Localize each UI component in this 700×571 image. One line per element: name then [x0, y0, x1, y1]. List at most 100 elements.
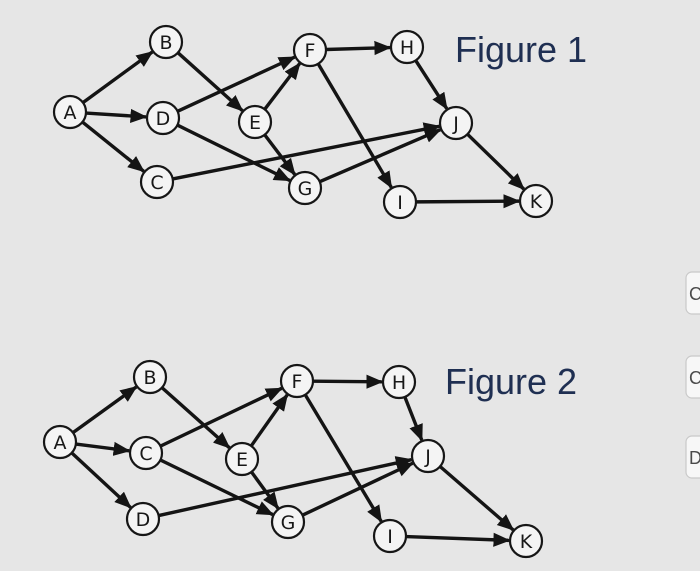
node-c: C: [139, 164, 175, 200]
figure-2-diagram: A B C D E F G H I J K Figure 2: [42, 359, 577, 559]
node-j-circle: [438, 105, 474, 141]
edge-g-to-j: [301, 461, 414, 517]
edge-f-to-h: [312, 374, 384, 389]
node-g-label: G: [298, 178, 313, 200]
edge-h-to-j: [414, 59, 449, 110]
edge-j-to-k: [466, 132, 526, 191]
side-tab-1[interactable]: C: [685, 271, 700, 315]
edge-f-to-h: [325, 40, 392, 56]
node-h-circle: [389, 29, 425, 65]
node-e: E: [224, 441, 260, 477]
node-e-label: E: [249, 112, 261, 134]
node-h-label: H: [392, 372, 406, 394]
node-i-label: I: [397, 192, 403, 214]
edge-e-to-f: [263, 62, 302, 111]
edge-e-to-f: [249, 393, 289, 447]
node-i-circle: [382, 184, 418, 220]
node-b-label: B: [143, 367, 156, 389]
node-j-label: J: [424, 446, 431, 468]
node-c-label: C: [139, 443, 152, 465]
edge-c-to-g: [159, 458, 274, 517]
node-a: A: [52, 94, 88, 130]
node-k-circle: [518, 183, 554, 219]
node-b-circle: [132, 359, 168, 395]
node-c-label: C: [150, 172, 163, 194]
node-g-label: G: [281, 512, 296, 534]
node-h: H: [389, 29, 425, 65]
node-g: G: [270, 504, 306, 540]
node-c-circle: [128, 435, 164, 471]
edge-d-to-g: [176, 123, 292, 183]
figure-1-nodes: A B D C E F G H I J K: [52, 24, 554, 220]
node-f-circle: [292, 32, 328, 68]
node-b-label: B: [159, 32, 172, 54]
figure-2-nodes: A B C D E F G H I J K: [42, 359, 544, 559]
node-h-circle: [381, 364, 417, 400]
node-j: J: [438, 105, 474, 141]
node-j-circle: [410, 438, 446, 474]
edge-d-to-j: [158, 456, 413, 518]
node-b: B: [148, 24, 184, 60]
figure-2-title: Figure 2: [445, 361, 577, 402]
node-k-label: K: [530, 191, 543, 213]
figure-2-edges: [70, 374, 515, 547]
side-tab-3[interactable]: D: [685, 435, 700, 479]
node-e-circle: [237, 104, 273, 140]
node-d-label: D: [156, 108, 171, 130]
edge-b-to-e: [176, 51, 244, 112]
side-tabs: C C D: [685, 271, 700, 479]
edge-b-to-e: [160, 386, 231, 449]
edge-h-to-j: [403, 396, 424, 442]
edge-a-to-c: [81, 120, 145, 173]
edge-e-to-g: [250, 470, 280, 510]
node-b-circle: [148, 24, 184, 60]
node-k-circle: [508, 523, 544, 559]
side-tab-1-label: C: [689, 284, 700, 304]
node-i-circle: [372, 518, 408, 554]
node-c-circle: [139, 164, 175, 200]
node-h-label: H: [400, 37, 414, 59]
node-i-label: I: [387, 526, 393, 548]
edge-e-to-g: [263, 133, 297, 176]
node-i: I: [372, 518, 408, 554]
side-tab-3-label: D: [689, 448, 700, 468]
node-a-circle: [42, 424, 78, 460]
side-tab-2-label: C: [689, 368, 700, 388]
node-e-label: E: [236, 449, 248, 471]
node-j-label: J: [452, 113, 459, 135]
node-f-label: F: [292, 371, 303, 393]
node-a-label: A: [54, 432, 67, 454]
node-k: K: [508, 523, 544, 559]
edge-d-to-f: [176, 55, 296, 113]
node-g: G: [287, 170, 323, 206]
node-f-circle: [279, 363, 315, 399]
edge-i-to-k: [405, 532, 511, 547]
node-g-circle: [287, 170, 323, 206]
node-b: B: [132, 359, 168, 395]
edge-c-to-j: [172, 122, 441, 181]
edge-f-to-i: [316, 62, 393, 189]
edge-j-to-k: [438, 465, 515, 532]
node-k-label: K: [520, 531, 533, 553]
edge-f-to-i: [303, 393, 383, 523]
edge-a-to-d: [85, 108, 148, 123]
node-d: D: [125, 501, 161, 537]
edge-a-to-b: [71, 385, 138, 435]
node-d-circle: [145, 100, 181, 136]
node-j: J: [410, 438, 446, 474]
side-tab-2[interactable]: C: [685, 355, 700, 399]
edge-a-to-b: [81, 50, 154, 104]
node-a-label: A: [64, 102, 77, 124]
node-d: D: [145, 100, 181, 136]
node-a-circle: [52, 94, 88, 130]
edge-i-to-k: [415, 194, 521, 209]
node-f: F: [292, 32, 328, 68]
node-g-circle: [270, 504, 306, 540]
node-f: F: [279, 363, 315, 399]
node-k: K: [518, 183, 554, 219]
node-h: H: [381, 364, 417, 400]
edge-a-to-c: [75, 441, 131, 456]
node-d-circle: [125, 501, 161, 537]
